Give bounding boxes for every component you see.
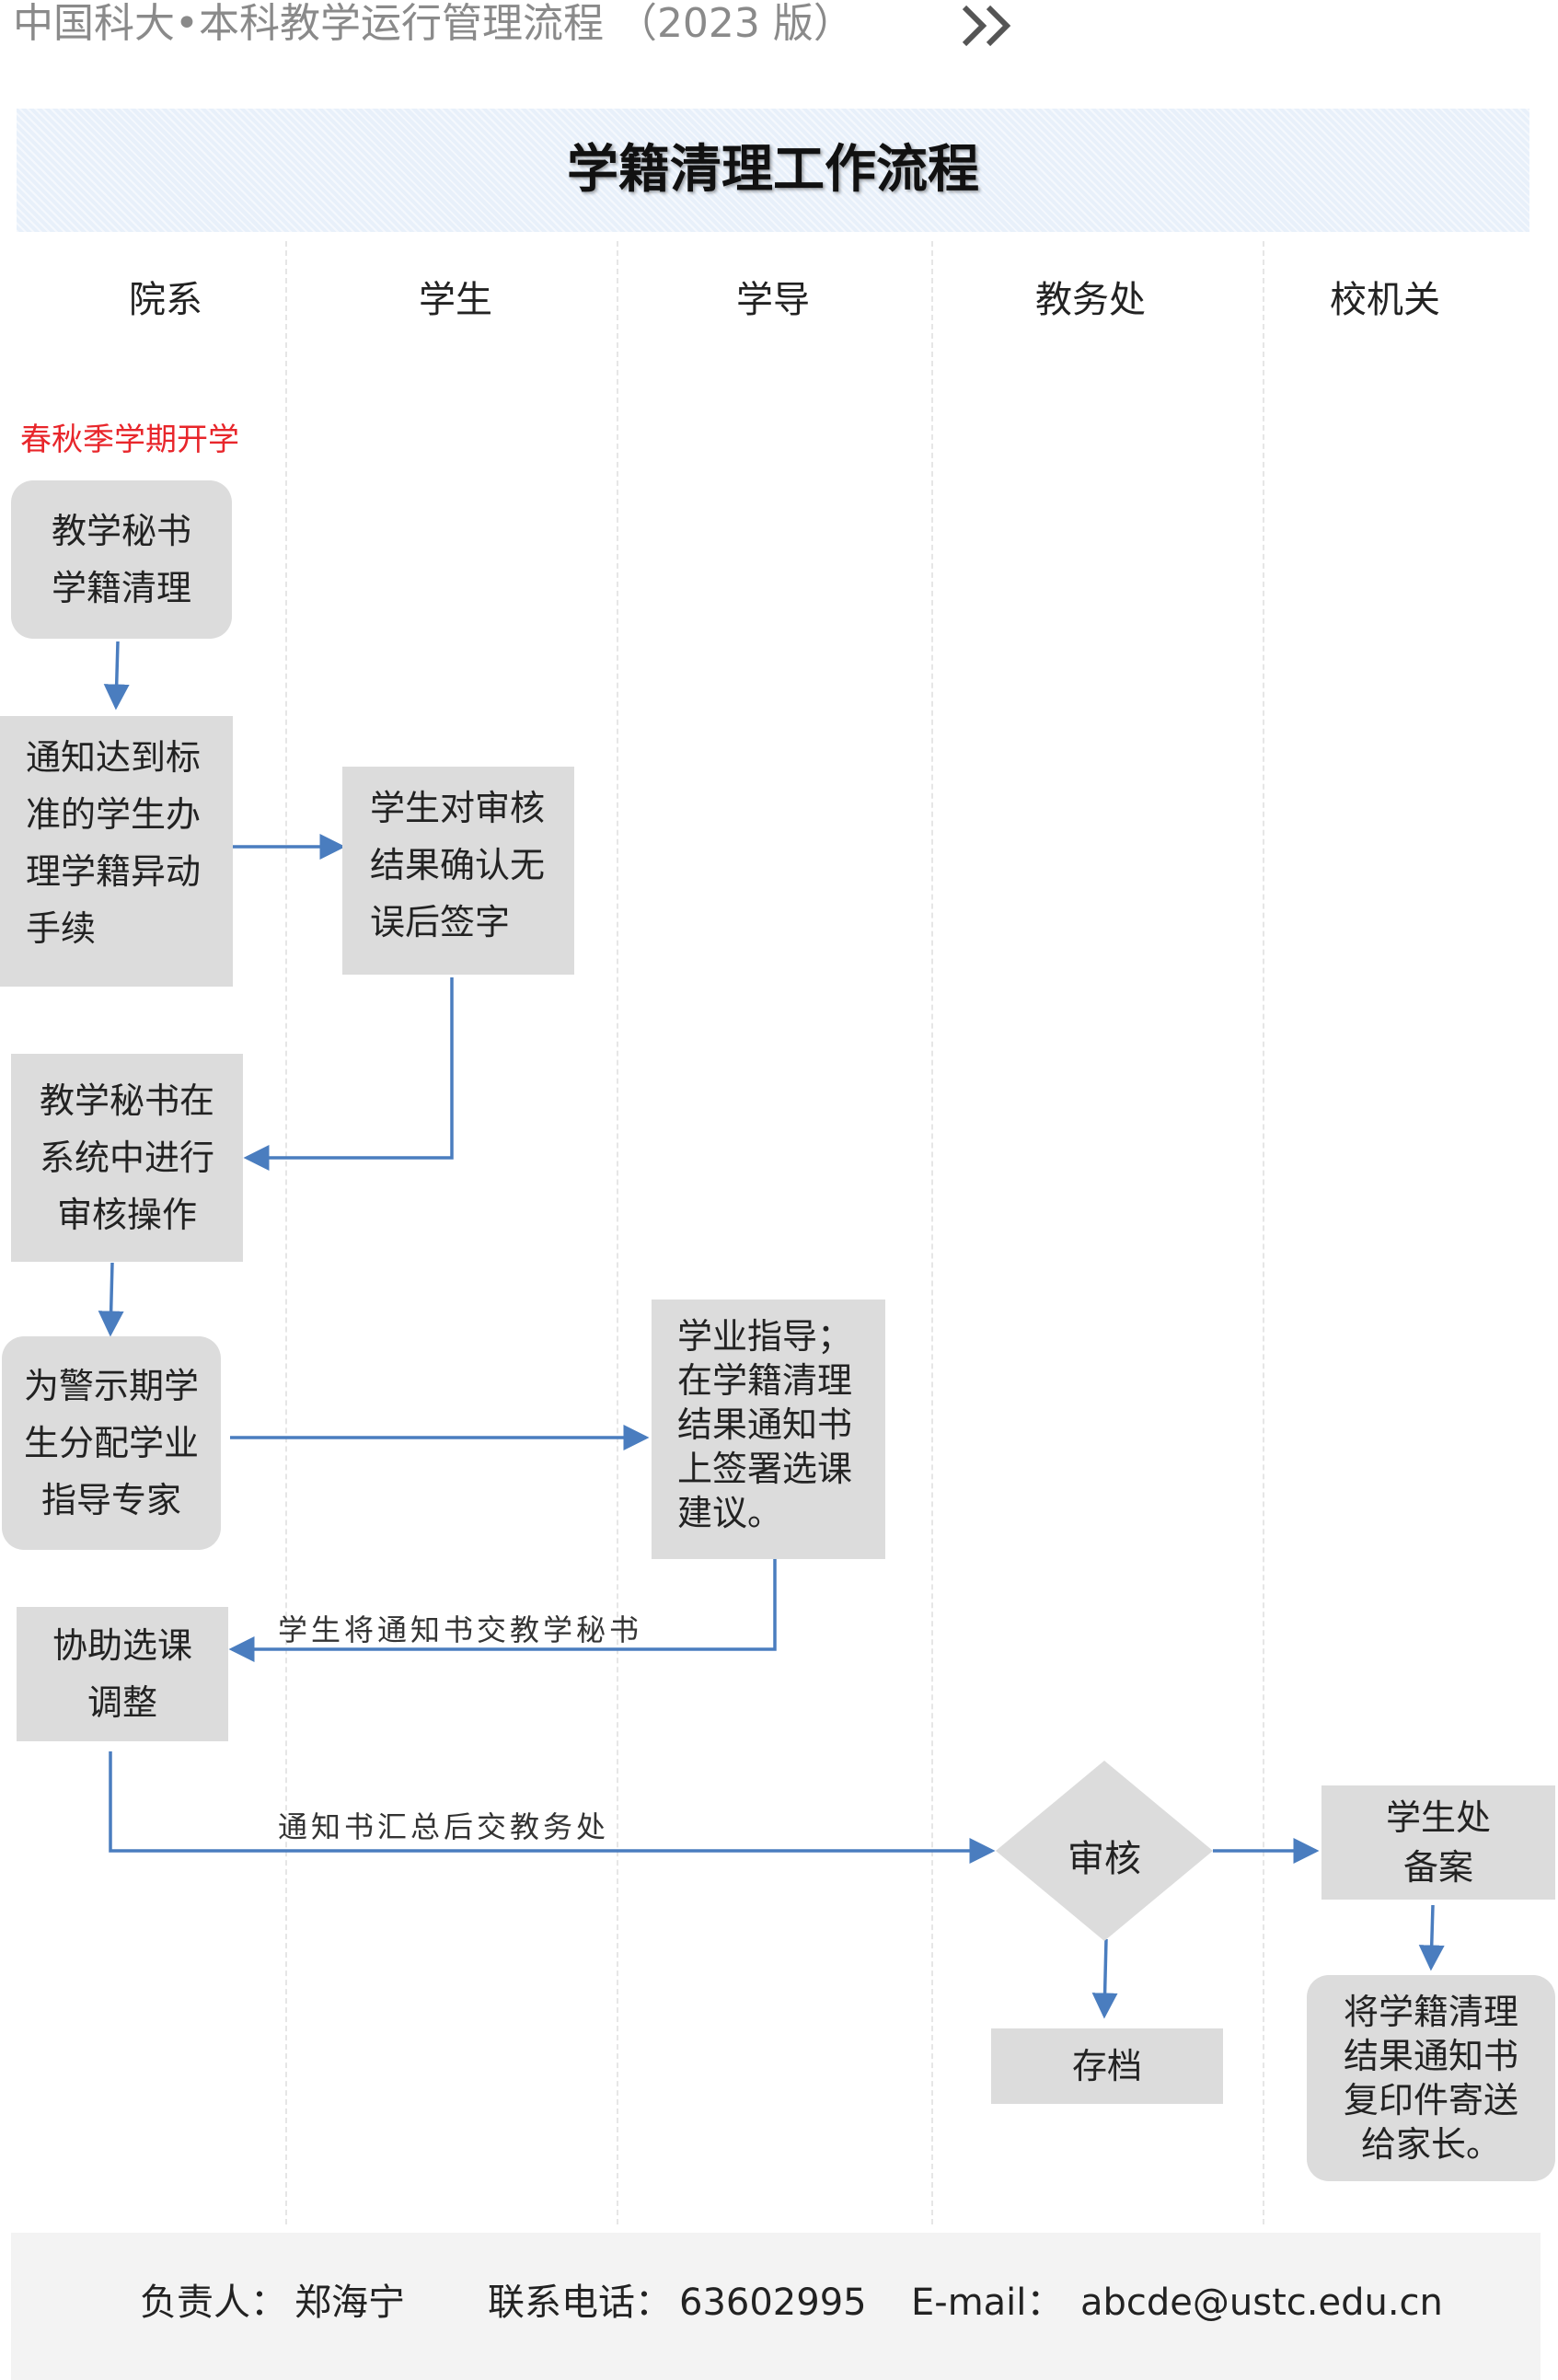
lane-divider <box>931 241 933 2224</box>
flow-title-bar <box>17 109 1529 232</box>
node-archive-label: 存档 <box>1071 2046 1142 2086</box>
node-assist-course: 协助选课 调整 <box>17 1607 228 1741</box>
edge-label-to-academic-affairs: 通知书汇总后交教务处 <box>278 1809 610 1844</box>
lane-header-academic-affairs: 教务处 <box>1035 279 1146 321</box>
arrow-assist-to-review-diamond <box>109 1751 996 1864</box>
node-notify-students: 通知达到标 准的学生办 理学籍异动 手续 <box>0 716 233 987</box>
node-secretary-clean: 教学秘书 学籍清理 <box>11 480 232 639</box>
review-diamond-label: 审核 <box>1068 1838 1141 1880</box>
footer-bar <box>11 2233 1541 2380</box>
node-student-confirm-label: 学生对审核 结果确认无 误后签字 <box>370 788 546 942</box>
lane-divider <box>617 241 618 2224</box>
node-archive: 存档 <box>991 2028 1223 2104</box>
arrow-clean-to-notify <box>103 641 130 711</box>
lane-divider <box>1263 241 1264 2224</box>
edge-label-to-secretary: 学生将通知书交教学秘书 <box>278 1612 643 1647</box>
lane-divider <box>285 241 287 2224</box>
review-diamond <box>996 1761 1213 1941</box>
footer-owner-name: 郑海宁 <box>294 2282 405 2324</box>
arrow-review-to-assign <box>98 1262 124 1337</box>
footer-owner-label: 负责人： <box>140 2282 287 2324</box>
node-assign-mentor-label: 为警示期学 生分配学业 指导专家 <box>23 1366 199 1520</box>
arrow-mentor-to-assist <box>228 1559 777 1662</box>
node-mail-parents: 将学籍清理 结果通知书 复印件寄送 给家长。 <box>1307 1975 1555 2181</box>
node-system-review: 教学秘书在 系统中进行 审核操作 <box>11 1054 243 1262</box>
node-student-office: 学生处 备案 <box>1321 1785 1555 1900</box>
footer-email[interactable]: abcde@ustc.edu.cn <box>1080 2282 1443 2324</box>
node-mentor-guidance: 学业指导； 在学籍清理 结果通知书 上签署选课 建议。 <box>652 1300 885 1559</box>
lane-header-student: 学生 <box>419 279 492 321</box>
footer-phone-label: 联系电话： <box>488 2282 672 2324</box>
start-note: 春秋季学期开学 <box>20 422 239 458</box>
node-student-confirm: 学生对审核 结果确认无 误后签字 <box>342 767 574 975</box>
node-assign-mentor: 为警示期学 生分配学业 指导专家 <box>2 1336 221 1550</box>
footer-phone: 63602995 <box>679 2282 867 2324</box>
arrow-office-to-mail <box>1418 1904 1445 1971</box>
header-title: 中国科大•本科教学运行管理流程 （2023 版） <box>13 0 854 47</box>
node-system-review-label: 教学秘书在 系统中进行 审核操作 <box>39 1080 214 1235</box>
arrow-confirm-to-review <box>243 977 454 1171</box>
lane-header-department: 院系 <box>129 279 202 321</box>
node-notify-students-label: 通知达到标 准的学生办 理学籍异动 手续 <box>26 737 202 949</box>
arrow-diamond-to-archive <box>1091 1938 1118 2019</box>
double-chevron-right-icon <box>962 5 1011 47</box>
lane-header-mentor: 学导 <box>736 279 810 321</box>
node-secretary-clean-label: 教学秘书 学籍清理 <box>51 511 191 608</box>
lane-header-university-offices: 校机关 <box>1330 279 1440 321</box>
node-assist-course-label: 协助选课 调整 <box>52 1625 192 1723</box>
flow-title: 学籍清理工作流程 <box>567 140 979 200</box>
footer-email-label: E-mail： <box>911 2282 1064 2324</box>
node-mentor-guidance-label: 学业指导； 在学籍清理 结果通知书 上签署选课 建议。 <box>677 1316 853 1533</box>
node-student-office-label: 学生处 备案 <box>1385 1797 1491 1888</box>
node-mail-parents-label: 将学籍清理 结果通知书 复印件寄送 给家长。 <box>1343 1992 1518 2165</box>
